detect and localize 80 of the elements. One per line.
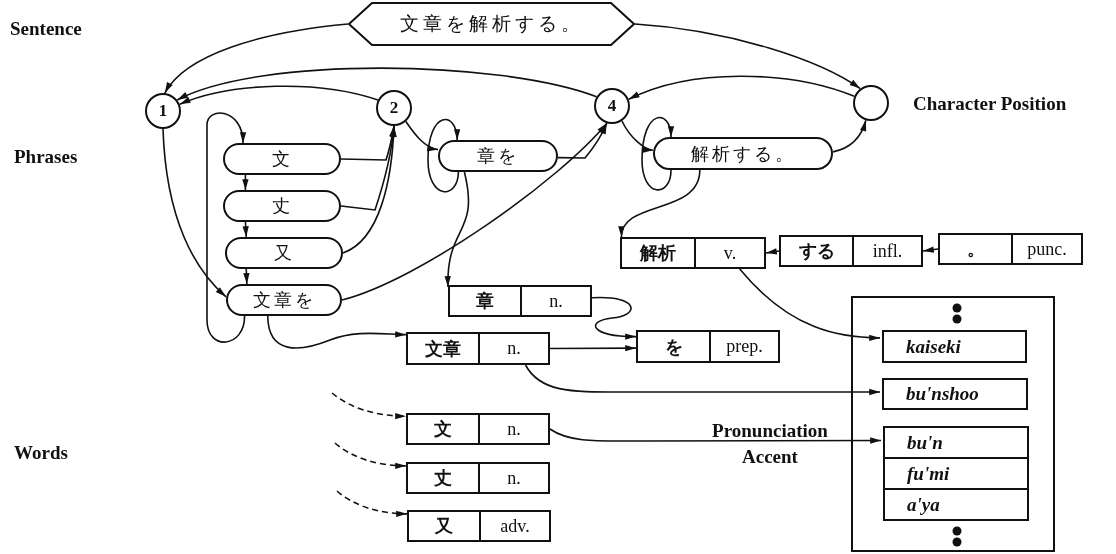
dictionary-entry <box>407 510 551 542</box>
dashed-arrow <box>331 392 407 420</box>
sentence-hexagon: 文章を解析する。 <box>348 2 635 46</box>
dictionary-entry <box>636 330 780 363</box>
word-cell-text: 文 <box>433 417 453 441</box>
arrow <box>738 268 881 341</box>
word-cell-text: を <box>663 334 684 359</box>
row-label: Character Position <box>913 92 1067 116</box>
part-of-speech-cell: n. <box>478 334 548 363</box>
arrow <box>621 120 654 152</box>
part-of-speech-cell: n. <box>478 464 548 492</box>
pronunciation-box: a'ya <box>883 488 1029 521</box>
word-cell-text: 。 <box>965 237 986 261</box>
phrase-box: 解析する。 <box>653 137 833 170</box>
phrase-box: 章を <box>438 140 558 172</box>
position-circle <box>853 85 889 121</box>
word-cell-text: 丈 <box>433 466 453 490</box>
dictionary-entry <box>406 413 550 445</box>
arrow <box>242 221 249 238</box>
dashed-arrow <box>334 442 407 469</box>
word-cell-text: する <box>797 239 836 263</box>
arrow <box>591 296 637 340</box>
dictionary-entry <box>406 332 550 365</box>
part-of-speech-cell: v. <box>694 239 764 267</box>
arrow <box>765 248 780 255</box>
pronunciation-box: bu'nshoo <box>882 378 1028 410</box>
arrow <box>549 345 637 352</box>
dashed-arrow <box>336 490 408 517</box>
dictionary-entry <box>406 462 550 494</box>
arrow <box>243 268 250 285</box>
phrase-box: 文章を <box>226 284 342 316</box>
part-of-speech-cell: n. <box>478 415 548 443</box>
arrow <box>634 23 861 90</box>
word-cell-text: 文章 <box>424 336 462 361</box>
part-of-speech-cell: infl. <box>852 237 921 265</box>
dictionary-entry <box>448 285 592 317</box>
word-cell-text: 解析 <box>638 241 677 265</box>
phrase-box: 又 <box>225 237 343 269</box>
arrow <box>427 118 460 193</box>
arrow <box>266 315 407 349</box>
arrow <box>557 122 608 159</box>
part-of-speech-cell: prep. <box>709 332 778 361</box>
position-circle: 4 <box>594 88 630 124</box>
arrow <box>832 119 867 153</box>
arrow <box>341 122 608 301</box>
arrow <box>162 128 227 298</box>
arrow <box>549 428 882 444</box>
row-label: Pronunciation Accent <box>711 419 829 469</box>
arrow <box>641 116 674 191</box>
word-cell-text: 又 <box>434 514 454 538</box>
row-label: Sentence <box>10 17 82 41</box>
dictionary-entry <box>620 237 766 269</box>
arrow <box>922 246 939 253</box>
arrow <box>176 67 598 101</box>
arrow <box>342 125 397 254</box>
pronunciation-box: bu'n <box>883 426 1029 459</box>
row-label: Phrases <box>14 145 78 169</box>
arrow <box>620 169 701 238</box>
position-circle: 1 <box>145 93 181 129</box>
part-of-speech-cell: adv. <box>479 512 549 540</box>
part-of-speech-cell: n. <box>520 287 590 315</box>
pronunciation-box: kaiseki <box>882 330 1027 363</box>
arrow <box>164 23 349 94</box>
arrow <box>242 174 249 191</box>
part-of-speech-cell: punc. <box>1011 235 1081 263</box>
arrow <box>524 364 881 396</box>
dictionary-entry <box>938 233 1083 265</box>
arrow <box>445 171 470 288</box>
position-circle: 2 <box>376 90 412 126</box>
word-cell-text: 章 <box>475 289 495 313</box>
phrase-box: 文 <box>223 143 341 175</box>
phrase-box: 丈 <box>223 190 341 222</box>
arrow <box>405 120 439 151</box>
arrow <box>627 75 856 101</box>
arrow <box>178 85 379 106</box>
arrow <box>206 112 246 343</box>
pronunciation-box: fu'mi <box>883 457 1029 490</box>
row-label: Words <box>14 441 68 465</box>
dictionary-entry <box>779 235 923 267</box>
dictionary-panel <box>851 296 1055 552</box>
